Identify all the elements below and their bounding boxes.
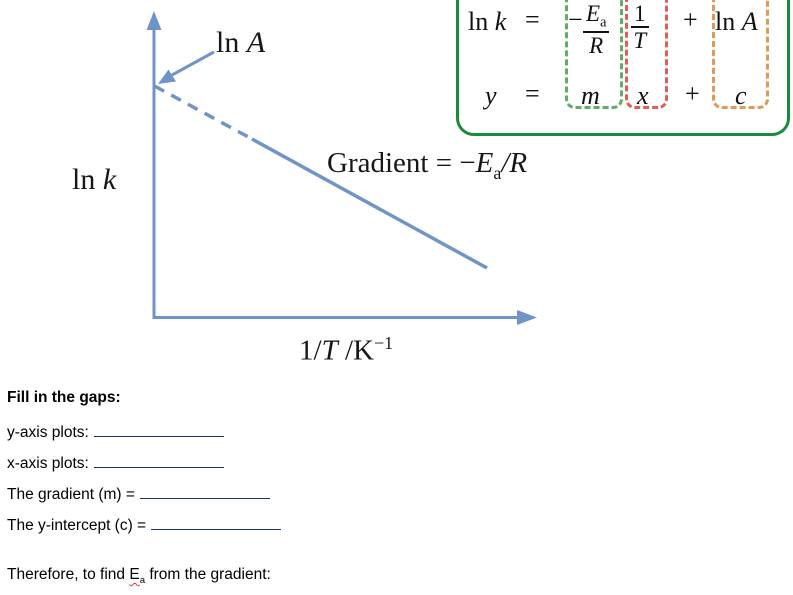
answer-blank: [139, 483, 270, 499]
extrapolated-line-dashed: [153, 84, 253, 141]
x-term-highlight-box: [625, 0, 668, 109]
eq-m: m: [581, 81, 600, 110]
worksheet-line: The gradient (m) =: [7, 483, 270, 504]
intercept-pointer-arrow: [171, 50, 215, 77]
worksheet-line: The y-intercept (c) =: [7, 514, 282, 535]
answer-blank: [93, 421, 224, 437]
worksheet-line-label: y-axis plots:: [7, 424, 89, 441]
eq-lnA: ln A: [715, 7, 758, 36]
best-fit-line: [251, 137, 488, 270]
intercept-term-highlight-box: [712, 0, 769, 109]
intercept-label: ln A: [216, 26, 266, 59]
eq-y: y: [485, 81, 497, 110]
eq-plus-1: +: [683, 5, 698, 34]
eq-fraction-1-over-t: 1 T: [631, 2, 649, 52]
eq-plus-2: +: [685, 79, 700, 108]
worksheet-line: y-axis plots:: [7, 421, 224, 442]
y-axis-label: ln k: [72, 163, 117, 196]
worksheet-line-label: The y-intercept (c) =: [7, 517, 147, 534]
worksheet-heading: Fill in the gaps:: [7, 389, 121, 406]
misspelled-ea: Ea: [129, 566, 146, 587]
eq-equals-2: =: [525, 79, 540, 108]
x-axis-label: 1/T /K−1: [299, 333, 394, 367]
worksheet-line-label: x-axis plots:: [7, 455, 89, 472]
eq-x: x: [637, 81, 649, 110]
arrhenius-graph: [146, 11, 537, 325]
gradient-annotation: Gradient = −Ea/R: [327, 147, 528, 183]
answer-blank: [93, 452, 224, 468]
eq-equals-1: =: [525, 5, 540, 34]
y-axis-arrowhead: [146, 11, 162, 30]
worksheet-line-label: The gradient (m) =: [7, 486, 135, 503]
gradient-term-highlight-box: [565, 0, 623, 109]
eq-minus: −: [568, 5, 583, 34]
eq-fraction-ea-over-r: Ea R: [583, 2, 610, 57]
eq-c: c: [735, 81, 747, 110]
answer-blank: [151, 514, 282, 530]
intercept-pointer-arrowhead: [158, 69, 176, 84]
worksheet-line: x-axis plots:: [7, 452, 224, 473]
x-axis-arrowhead: [517, 310, 537, 325]
equation-panel: ln k = − Ea R 1 T + ln A y = m x + c: [456, 0, 790, 136]
worksheet-footer: Therefore, to find Ea from the gradient:: [7, 566, 271, 587]
eq-lnk: ln k: [468, 7, 507, 36]
